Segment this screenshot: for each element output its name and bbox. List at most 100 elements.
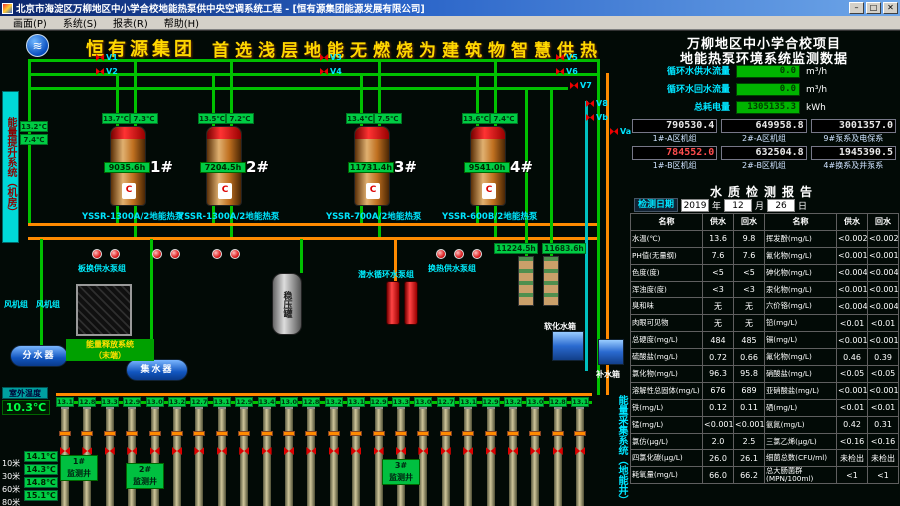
company-name: 恒有源集团	[86, 39, 196, 60]
pipe	[28, 59, 600, 62]
valve-icon[interactable]	[320, 68, 328, 75]
lift-system-label: 能量提升系统（机房）	[5, 117, 16, 217]
panel-title-2: 地能热泵环境系统监测数据	[679, 52, 848, 67]
well-pipe-body	[260, 407, 273, 506]
pipe	[28, 223, 600, 226]
param-name: 臭和味	[630, 297, 703, 316]
menu-screen[interactable]: 画面(P)	[13, 19, 47, 30]
param-value: <1	[836, 466, 868, 485]
pipe	[150, 239, 153, 359]
well-valve-icon	[508, 447, 518, 455]
water-table-header: 名称 供水 回水 名称 供水 回水	[630, 213, 899, 231]
plate-exchanger-2	[543, 256, 559, 306]
depth-label: 30米	[2, 472, 21, 481]
well-temp-sensor: 13.1	[56, 397, 74, 407]
valve-icon[interactable]	[556, 54, 564, 61]
param-value: <0.001	[867, 381, 899, 400]
param-value: <0.001	[867, 246, 899, 265]
temp-sensor: 7.5℃	[374, 113, 402, 124]
valve-icon[interactable]	[586, 100, 594, 107]
depth-value: 15.1℃	[24, 490, 58, 501]
pipe	[550, 87, 553, 256]
param-value: 2.0	[702, 432, 734, 451]
pipe	[28, 73, 600, 76]
report-year-field[interactable]: 2019	[681, 198, 710, 212]
water-collector: 集水器	[126, 359, 188, 381]
param-value: <0.002	[836, 229, 868, 248]
well-temp-sensor: 13.0	[280, 397, 298, 407]
param-value: <5	[702, 263, 734, 282]
well-temp-sensor: 13.2	[504, 397, 522, 407]
pipe-coupling	[59, 431, 71, 436]
well-temp-sensor: 13.0	[526, 397, 545, 407]
well-temp-sensor: 12.9	[123, 397, 142, 407]
close-button[interactable]: ✕	[883, 2, 898, 14]
valve-icon[interactable]	[96, 54, 104, 61]
valve-icon[interactable]	[610, 128, 618, 135]
minimize-button[interactable]: –	[849, 2, 864, 14]
well-temp-sensor: 13.1	[347, 397, 366, 407]
param-value: 未检出	[867, 449, 899, 468]
meter-label: 4#换系及井泵系	[823, 161, 884, 170]
monitor-well-2: 2#监测井	[126, 463, 164, 489]
param-name: 总大肠菌群(MPN/100ml)	[764, 466, 837, 485]
report-month-field[interactable]: 12	[724, 198, 753, 212]
pipe	[476, 206, 479, 225]
valve-label-v6: V6	[556, 67, 578, 76]
pipe	[300, 239, 303, 273]
temp-sensor: 7.2℃	[226, 113, 254, 124]
well-temp-sensor: 12.9	[481, 397, 500, 407]
param-value: 0.72	[702, 348, 734, 367]
valve-icon[interactable]	[570, 82, 578, 89]
report-day-field[interactable]: 26	[767, 198, 796, 212]
well-valve-icon	[575, 447, 586, 455]
menu-report[interactable]: 报表(R)	[113, 19, 148, 30]
valve-icon[interactable]	[320, 54, 328, 61]
meter-value: 784552.0	[632, 146, 718, 160]
pipe	[394, 237, 397, 281]
depth-label: 80米	[2, 498, 21, 506]
pipe-coupling	[305, 431, 318, 436]
temp-sensor: 13.6℃	[462, 113, 490, 124]
unit-number: 3#	[394, 158, 418, 176]
diagram: 恒有源集团 首选浅层地能无燃烧为建筑物智慧供热 能量提升系统（机房） 能量采集系…	[0, 30, 900, 506]
menubar: 画面(P) 系统(S) 报表(R) 帮助(H)	[0, 16, 900, 30]
pipe	[28, 237, 600, 240]
well-valve-icon	[306, 447, 317, 455]
well-temp-sensor: 13.1	[212, 397, 231, 407]
well-temp-sensor: 12.8	[548, 397, 567, 407]
cylinder-cap	[111, 127, 145, 139]
param-value: <0.001	[836, 246, 868, 265]
well-pipe: 13.2	[504, 397, 522, 506]
valve-icon[interactable]	[586, 114, 594, 121]
submersible-pump-1	[386, 281, 400, 325]
flow-row-supply: 循环水供水流量 0.0 m³/h	[630, 65, 898, 79]
valve-icon[interactable]	[96, 68, 104, 75]
param-value: <0.004	[836, 263, 868, 282]
param-value: <0.001	[867, 280, 899, 299]
flow-supply-label: 循环水供水流量	[666, 67, 730, 77]
param-value: 0.46	[836, 348, 868, 367]
monitor-well-suffix: 监测井	[67, 469, 91, 478]
well-pipe: 13.0	[414, 397, 433, 506]
well-valve-icon	[530, 447, 541, 455]
maximize-button[interactable]: □	[866, 2, 881, 14]
valve-icon[interactable]	[556, 68, 564, 75]
pipe	[378, 206, 381, 239]
pipe	[525, 87, 528, 256]
param-value: 66.0	[702, 466, 734, 485]
collect-system-label: 能量采集系统（地能井）	[616, 395, 627, 505]
well-pipe-body	[372, 407, 385, 506]
menu-help[interactable]: 帮助(H)	[163, 19, 200, 30]
param-value: 无	[702, 297, 734, 316]
well-pipe-body	[417, 407, 430, 506]
menu-system[interactable]: 系统(S)	[62, 19, 97, 30]
well-pipe: 13.0	[145, 397, 164, 506]
